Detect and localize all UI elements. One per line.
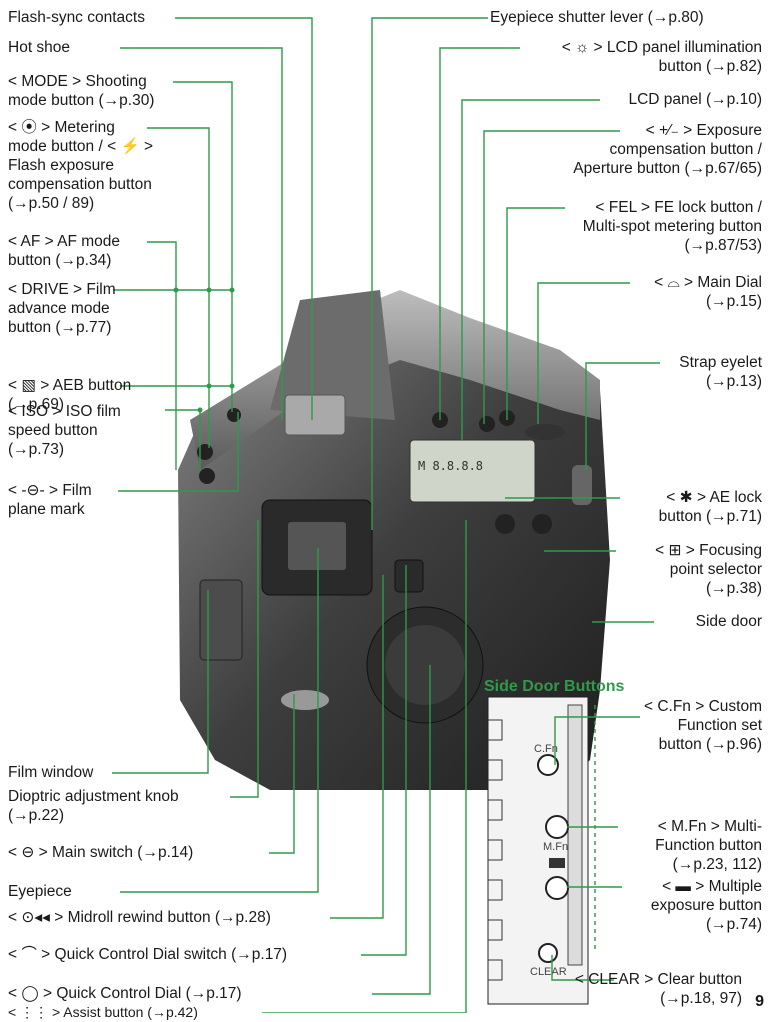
label-eyepiece-shutter-lever: Eyepiece shutter lever (→p.80) xyxy=(490,9,704,26)
label-clear-button: < CLEAR > Clear button (→p.18, 97) xyxy=(574,971,742,1007)
label-mode-button: < MODE > Shooting mode button (→p.30) xyxy=(8,73,155,109)
label-main-switch: < ⊖ > Main switch (→p.14) xyxy=(8,844,194,861)
label-lcd-panel: LCD panel (→p.10) xyxy=(628,91,762,108)
af-btn xyxy=(532,514,552,534)
label-quick-control-dial: < ◯ > Quick Control Dial (→p.17) xyxy=(8,985,242,1002)
main-dial-shape xyxy=(525,424,565,440)
eyepiece-window xyxy=(288,522,346,570)
label-af-mode-button: < AF > AF mode button (→p.34) xyxy=(8,233,121,269)
label-film-window: Film window xyxy=(8,764,94,781)
label-qcd-switch: < ⌒ > Quick Control Dial switch (→p.17) xyxy=(8,946,288,963)
label-exposure-comp-button: < +⁄₋ > Exposure compensation button / A… xyxy=(573,122,762,177)
label-drive-button: < DRIVE > Film advance mode button (→p.7… xyxy=(8,281,116,336)
lcd-panel xyxy=(409,439,536,503)
label-side-door: Side door xyxy=(695,613,762,630)
multi-exposure-icon xyxy=(549,858,565,868)
label-film-plane-mark: < -⊖- > Film plane mark xyxy=(8,482,92,518)
multi-exposure-button xyxy=(545,876,569,900)
panel-text-cfn: C.Fn xyxy=(534,743,558,755)
label-iso-button: < ISO > ISO film speed button (→p.73) xyxy=(8,403,121,458)
panel-text-clear: CLEAR xyxy=(530,966,567,978)
side-door-tabs xyxy=(488,719,503,981)
label-lcd-illumination-button: < ☼ > LCD panel illumination button (→p.… xyxy=(561,39,762,75)
label-main-dial: < ⌓ > Main Dial (→p.15) xyxy=(654,274,762,310)
label-strap-eyelet: Strap eyelet (→p.13) xyxy=(679,354,762,390)
lcd-text: M 8.8.8.8 xyxy=(418,459,483,473)
top-plate xyxy=(190,290,600,470)
btn-2 xyxy=(479,416,495,432)
label-metering-mode-button: < ⦿ > Metering mode button / < ⚡ > Flash… xyxy=(8,119,154,212)
main-switch-shape xyxy=(281,690,329,710)
label-multiple-exposure-button: < ▬ > Multiple exposure button (→p.74) xyxy=(650,878,762,933)
assist-button-shape xyxy=(394,559,424,593)
strap-eyelet-shape xyxy=(572,465,592,505)
label-flash-sync-contacts: Flash-sync contacts xyxy=(8,9,145,26)
panel-text-mfn: M.Fn xyxy=(543,841,568,853)
hot-shoe-plate xyxy=(284,394,346,436)
label-multi-function-button: < M.Fn > Multi- Function button (→p.23, … xyxy=(655,818,762,873)
label-midroll-rewind-button: < ⊙◂◂ > Midroll rewind button (→p.28) xyxy=(8,909,271,926)
label-dioptric-knob: Dioptric adjustment knob (→p.22) xyxy=(8,788,179,824)
qcd-inner xyxy=(385,625,465,705)
pentaprism xyxy=(270,290,395,420)
label-focusing-point-selector: < ⊞ > Focusing point selector (→p.38) xyxy=(655,542,762,597)
label-fe-lock-button: < FEL > FE lock button / Multi-spot mete… xyxy=(582,199,762,254)
cfn-button xyxy=(537,754,559,776)
film-window-shape xyxy=(199,579,243,661)
side-door-heading: Side Door Buttons xyxy=(484,678,625,695)
label-custom-function-button: < C.Fn > Custom Function set button (→p.… xyxy=(643,698,762,753)
label-aeb-button: < ▧ > AEB button (→p.69) xyxy=(8,377,132,413)
label-hot-shoe: Hot shoe xyxy=(8,39,71,56)
label-eyepiece: Eyepiece xyxy=(8,883,72,900)
page-number: 9 xyxy=(755,993,764,1010)
ae-btn xyxy=(495,514,515,534)
left-btn-2 xyxy=(199,468,215,484)
label-ae-lock-button: < ✱ > AE lock button (→p.71) xyxy=(658,489,762,525)
